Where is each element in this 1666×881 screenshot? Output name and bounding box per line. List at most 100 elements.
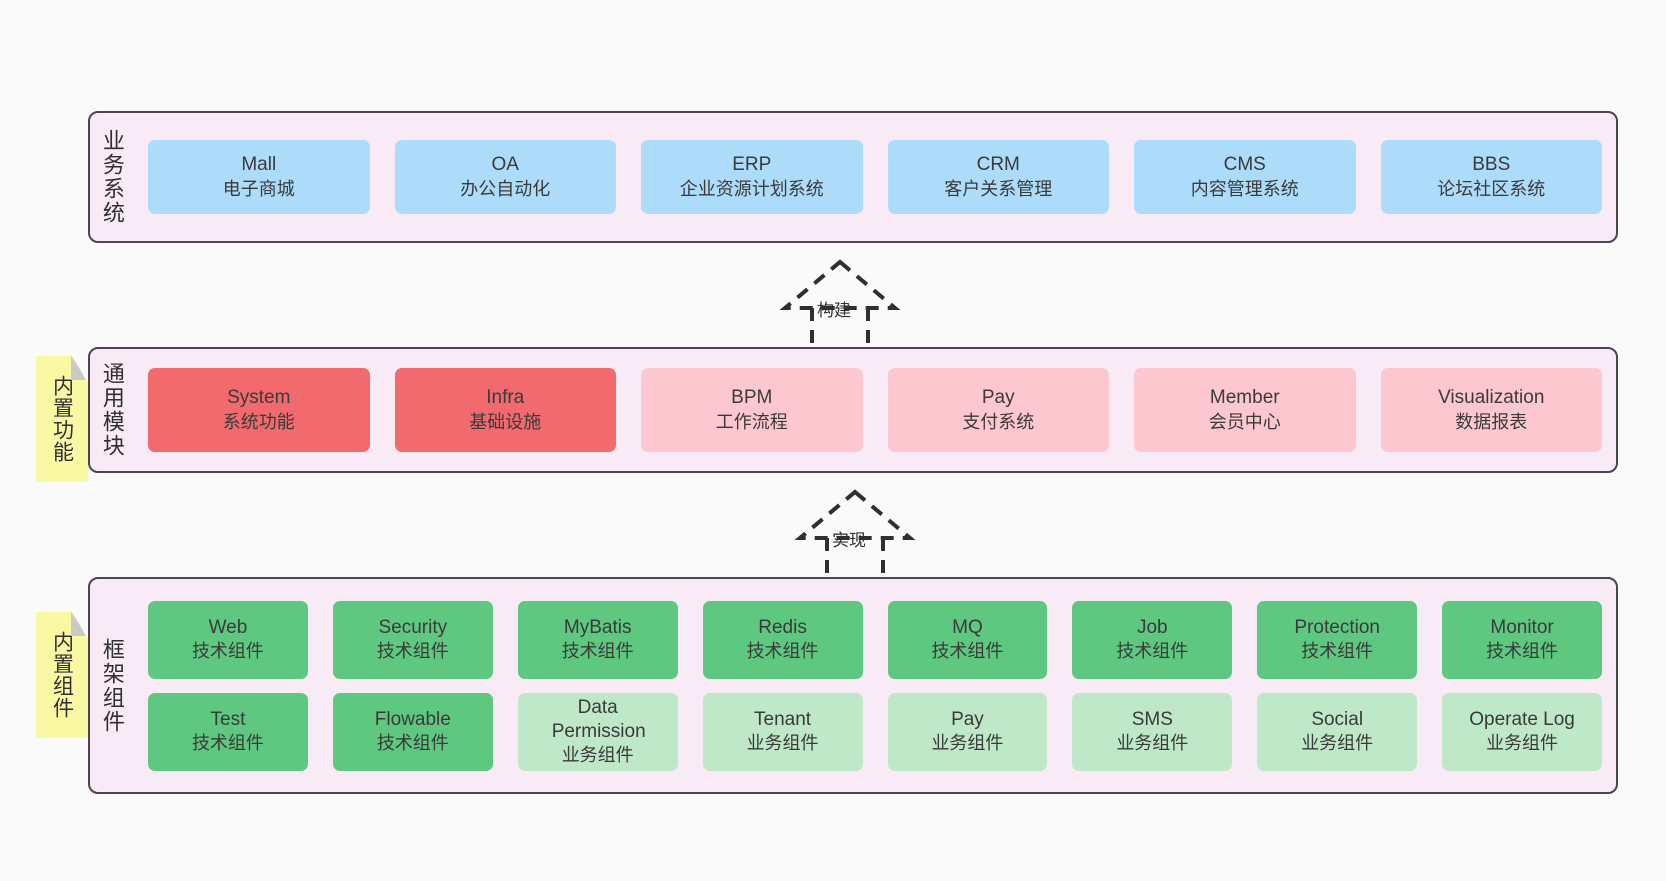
card-redis-name: Redis [758, 616, 807, 638]
card-tenant-name: Tenant [754, 708, 812, 730]
card-social-sub: 业务组件 [1301, 733, 1374, 754]
framework-tech-row: Web 技术组件 Security 技术组件 MyBatis 技术组件 Redi… [148, 600, 1602, 679]
card-oa[interactable]: OA 办公自动化 [394, 140, 616, 214]
card-pay-component-name: Pay [951, 708, 984, 730]
card-redis-sub: 技术组件 [746, 641, 819, 662]
card-flowable-sub: 技术组件 [376, 733, 449, 754]
card-data-permission-name: Data Permission [551, 696, 646, 742]
card-erp-sub: 企业资源计划系统 [679, 178, 824, 199]
card-data-permission-sub: 业务组件 [561, 745, 634, 766]
card-pay-module-name: Pay [981, 387, 1015, 409]
card-pay-component[interactable]: Pay 业务组件 [887, 692, 1048, 771]
sticky-note-builtin-features: 内置功能 [36, 356, 88, 482]
card-security-name: Security [378, 616, 448, 638]
card-pay-module[interactable]: Pay 支付系统 [887, 368, 1109, 452]
card-operate-log-sub: 业务组件 [1486, 733, 1559, 754]
card-visualization-sub: 数据报表 [1455, 411, 1528, 432]
card-test[interactable]: Test 技术组件 [148, 692, 308, 771]
card-oa-name: OA [491, 154, 519, 176]
card-operate-log[interactable]: Operate Log 业务组件 [1442, 692, 1602, 771]
card-monitor[interactable]: Monitor 技术组件 [1442, 600, 1602, 679]
card-visualization-name: Visualization [1438, 387, 1545, 409]
card-mq-sub: 技术组件 [931, 641, 1004, 662]
card-redis[interactable]: Redis 技术组件 [702, 600, 863, 679]
card-web-name: Web [208, 616, 248, 638]
card-bpm-name: BPM [731, 387, 773, 409]
card-mq[interactable]: MQ 技术组件 [887, 600, 1048, 679]
card-mall-sub: 电子商城 [222, 178, 295, 199]
card-member-name: Member [1209, 387, 1280, 409]
card-system-sub: 系统功能 [222, 411, 295, 432]
card-mq-name: MQ [952, 616, 983, 638]
framework-business-row: Test 技术组件 Flowable 技术组件 Data Permission … [148, 692, 1602, 771]
business-systems-row: Mall 电子商城 OA 办公自动化 ERP 企业资源计划系统 CRM 客户关系… [148, 140, 1602, 214]
card-web-sub: 技术组件 [191, 641, 264, 662]
card-infra-sub: 基础设施 [469, 411, 542, 432]
card-infra[interactable]: Infra 基础设施 [394, 368, 616, 452]
card-security[interactable]: Security 技术组件 [332, 600, 493, 679]
card-visualization[interactable]: Visualization 数据报表 [1380, 368, 1602, 452]
card-sms-sub: 业务组件 [1116, 733, 1189, 754]
card-pay-module-sub: 支付系统 [962, 411, 1035, 432]
card-erp[interactable]: ERP 企业资源计划系统 [641, 140, 863, 214]
card-cms[interactable]: CMS 内容管理系统 [1134, 140, 1356, 214]
arrow-build: 构建 [755, 256, 935, 354]
card-crm-name: CRM [976, 154, 1020, 176]
card-mybatis-sub: 技术组件 [561, 641, 634, 662]
card-social-name: Social [1311, 708, 1364, 730]
layer-business-systems: 业务系统 Mall 电子商城 OA 办公自动化 ERP 企业资源计划系统 CRM… [88, 111, 1618, 243]
card-monitor-sub: 技术组件 [1486, 641, 1559, 662]
sticky-note-builtin-features-label: 内置功能 [50, 375, 74, 463]
card-tenant-sub: 业务组件 [746, 733, 819, 754]
card-monitor-name: Monitor [1490, 616, 1554, 638]
layer-common-modules-title: 通用模块 [99, 362, 125, 458]
card-tenant[interactable]: Tenant 业务组件 [702, 692, 863, 771]
card-security-sub: 技术组件 [376, 641, 449, 662]
card-member-sub: 会员中心 [1208, 411, 1281, 432]
card-mybatis[interactable]: MyBatis 技术组件 [517, 600, 678, 679]
card-infra-name: Infra [486, 387, 525, 409]
card-mall-name: Mall [241, 154, 277, 176]
card-job[interactable]: Job 技术组件 [1072, 600, 1233, 679]
card-mybatis-name: MyBatis [563, 616, 632, 638]
layer-common-modules: 通用模块 System 系统功能 Infra 基础设施 BPM 工作流程 Pay… [88, 347, 1618, 473]
card-job-sub: 技术组件 [1116, 641, 1189, 662]
card-erp-name: ERP [732, 154, 772, 176]
arrow-implement: 实现 [770, 486, 950, 584]
card-flowable[interactable]: Flowable 技术组件 [332, 692, 493, 771]
card-bbs-sub: 论坛社区系统 [1437, 178, 1546, 199]
sticky-note-builtin-components-label: 内置组件 [50, 631, 74, 719]
arrow-implement-label: 实现 [832, 531, 866, 550]
card-member[interactable]: Member 会员中心 [1134, 368, 1356, 452]
card-crm-sub: 客户关系管理 [944, 178, 1053, 199]
card-bpm[interactable]: BPM 工作流程 [641, 368, 863, 452]
card-system[interactable]: System 系统功能 [148, 368, 370, 452]
card-flowable-name: Flowable [374, 708, 451, 730]
layer-framework-components: 框架组件 Web 技术组件 Security 技术组件 MyBatis 技术组件… [88, 577, 1618, 794]
card-sms-name: SMS [1131, 708, 1173, 730]
card-mall[interactable]: Mall 电子商城 [148, 140, 370, 214]
card-data-permission[interactable]: Data Permission 业务组件 [517, 692, 678, 771]
layer-framework-components-body: Web 技术组件 Security 技术组件 MyBatis 技术组件 Redi… [134, 579, 1616, 792]
layer-common-modules-body: System 系统功能 Infra 基础设施 BPM 工作流程 Pay 支付系统… [134, 349, 1616, 471]
layer-framework-components-title: 框架组件 [99, 637, 125, 734]
layer-business-systems-body: Mall 电子商城 OA 办公自动化 ERP 企业资源计划系统 CRM 客户关系… [134, 113, 1616, 241]
card-oa-sub: 办公自动化 [460, 178, 551, 199]
card-bbs[interactable]: BBS 论坛社区系统 [1380, 140, 1602, 214]
card-bbs-name: BBS [1472, 154, 1511, 176]
card-protection[interactable]: Protection 技术组件 [1257, 600, 1418, 679]
card-web[interactable]: Web 技术组件 [148, 600, 308, 679]
card-protection-sub: 技术组件 [1301, 641, 1374, 662]
card-social[interactable]: Social 业务组件 [1257, 692, 1418, 771]
card-bpm-sub: 工作流程 [715, 411, 788, 432]
card-sms[interactable]: SMS 业务组件 [1072, 692, 1233, 771]
card-cms-sub: 内容管理系统 [1190, 178, 1299, 199]
card-crm[interactable]: CRM 客户关系管理 [887, 140, 1109, 214]
layer-business-systems-title: 业务系统 [99, 129, 125, 225]
common-modules-row: System 系统功能 Infra 基础设施 BPM 工作流程 Pay 支付系统… [148, 368, 1602, 452]
card-operate-log-name: Operate Log [1469, 708, 1575, 730]
card-job-name: Job [1136, 616, 1168, 638]
card-pay-component-sub: 业务组件 [931, 733, 1004, 754]
card-test-name: Test [210, 708, 246, 730]
